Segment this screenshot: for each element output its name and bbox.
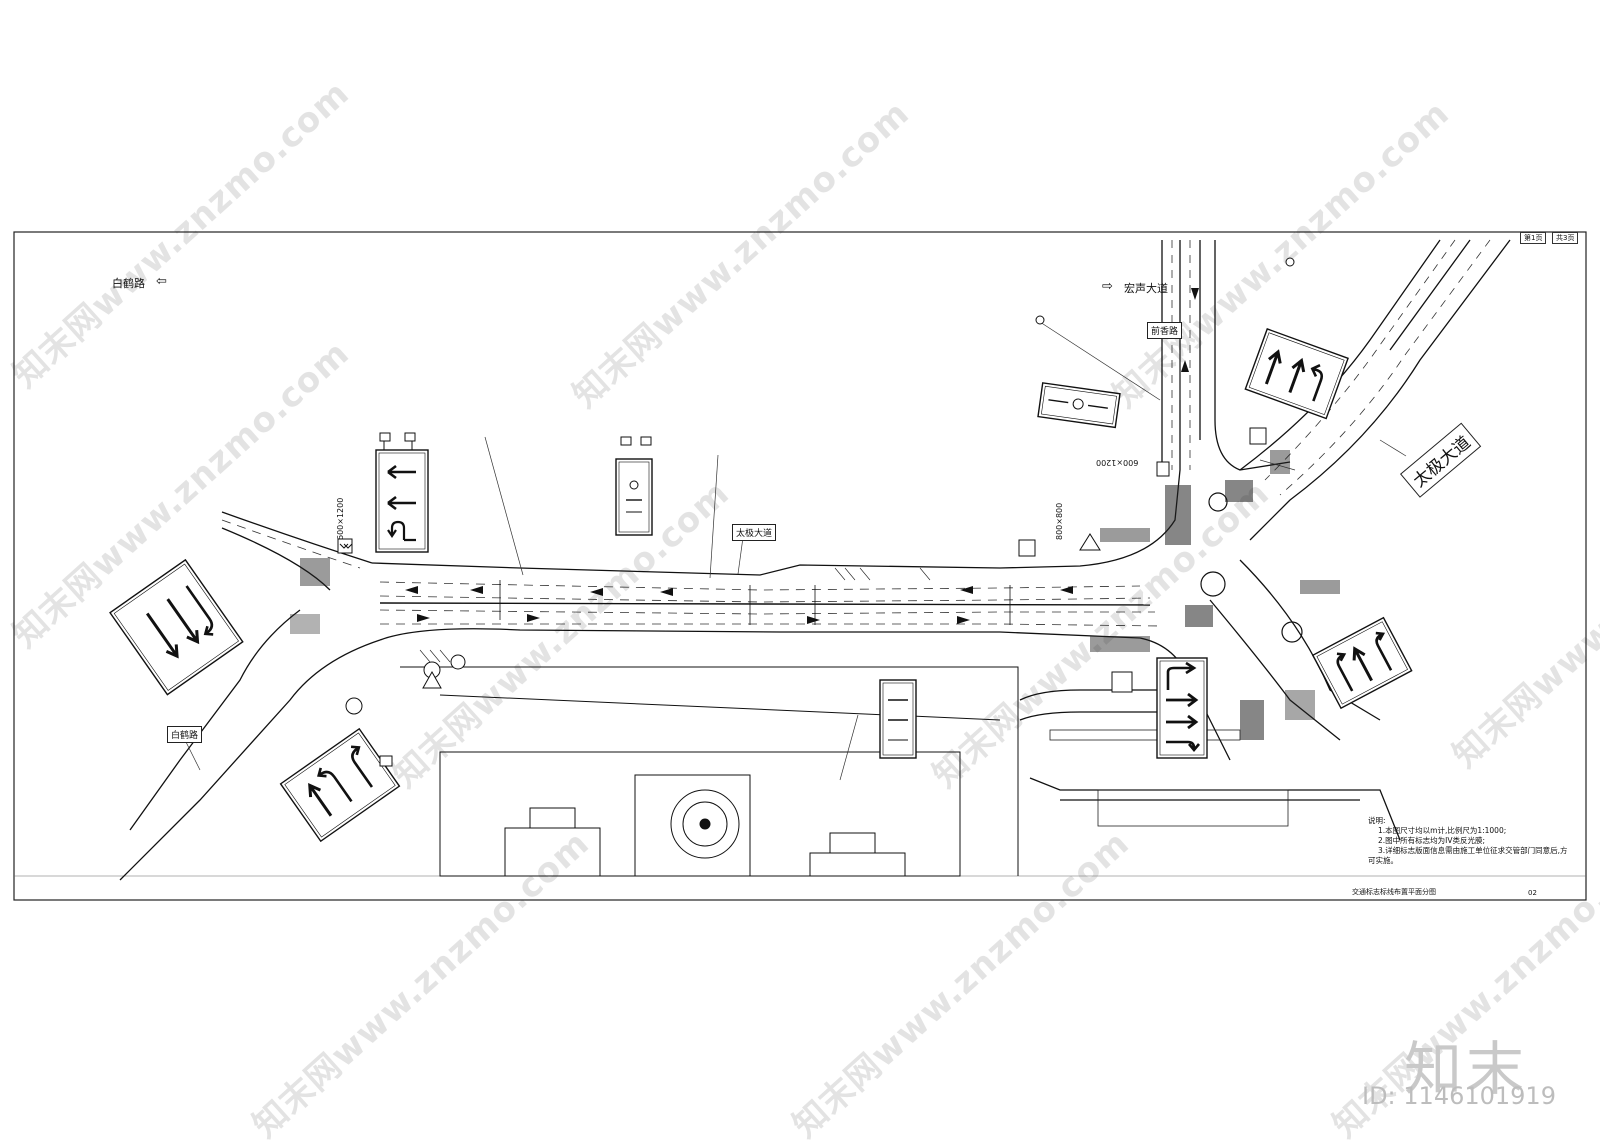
road-tag-baihe: 白鹤路 (167, 726, 203, 743)
guide-sign-i (1037, 382, 1121, 429)
lane-sign-g (1244, 328, 1349, 420)
asset-id: ID: 1146101919 (1362, 1082, 1556, 1110)
drawing-frame (13, 231, 1587, 901)
guide-sign-e (879, 679, 917, 759)
sign-spec-label: 600×1200 (336, 497, 345, 540)
lane-sign-d (279, 727, 401, 843)
guide-sign-b (615, 436, 653, 536)
road-arrows (405, 288, 1199, 624)
notes-line: 可实施。 (1368, 856, 1398, 865)
notes-line: 1.本图尺寸均以m计,比例尺为1:1000; (1378, 826, 1507, 835)
road-label-hongsheng: 宏声大道 (1124, 282, 1168, 295)
page-number: 第1页 (1520, 232, 1547, 244)
direction-left-icon: ⇦ (156, 274, 167, 289)
building-block (400, 666, 1019, 877)
small-signs (337, 257, 1295, 767)
notes-block: 说明: 1.本图尺寸均以m计,比例尺为1:1000; 2.图中所有标志均为IV类… (1368, 816, 1568, 866)
sign-spec-label: 600×1200 (1096, 458, 1139, 467)
lane-sign-a (375, 432, 429, 553)
road-label-baihe: 白鹤路 (112, 277, 145, 290)
brand-logo: 知末 (1404, 1035, 1529, 1103)
sign-spec-label: 800×800 (1055, 502, 1064, 540)
page-total: 共3页 (1552, 232, 1579, 244)
north-road (1161, 240, 1291, 471)
lane-sign-f (1156, 657, 1208, 759)
notes-heading: 说明: (1368, 816, 1386, 825)
notes-line: 2.图中所有标志均为IV类反光膜; (1378, 836, 1486, 845)
road-tag-qianxiang: 前香路 (1147, 322, 1183, 339)
road-tag-taiji: 太极大道 (732, 524, 777, 541)
drawing-title: 交通标志标线布置平面分图 (1352, 888, 1436, 896)
direction-right-icon: ⇨ (1102, 279, 1113, 294)
lane-sign-c (109, 558, 244, 696)
crosswalks (290, 450, 1340, 740)
lane-sign-h (1311, 616, 1413, 710)
sheet-code: 02 (1528, 889, 1537, 897)
notes-line: 3.详细标志版面信息需由施工单位征求交管部门同意后,方 (1378, 846, 1568, 855)
